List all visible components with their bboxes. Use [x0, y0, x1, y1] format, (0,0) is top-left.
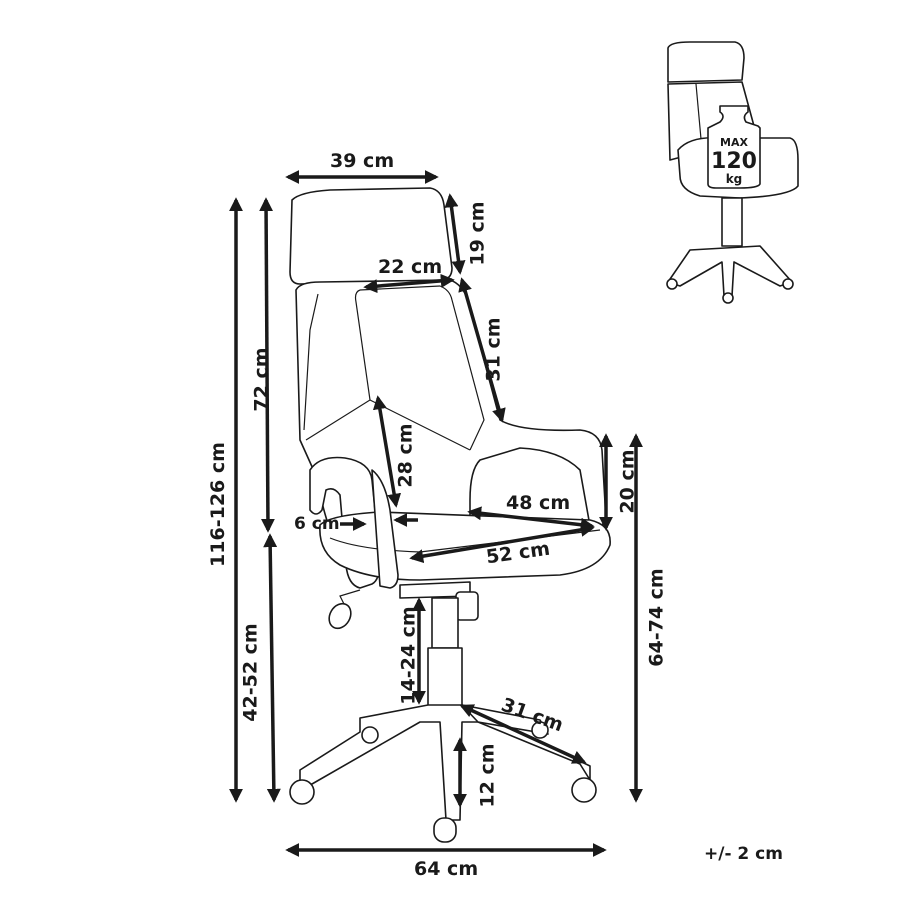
label-seat-width: 48 cm — [506, 492, 571, 514]
caster — [433, 817, 457, 843]
label-backrest-top-width: 22 cm — [378, 256, 443, 278]
label-armrest-width: 6 cm — [294, 514, 340, 534]
chair-thumbnail: MAX 120 kg — [666, 41, 799, 304]
label-headrest-width: 39 cm — [330, 150, 395, 172]
label-total-height: 116-126 cm — [206, 442, 229, 567]
label-backrest-side-length: 31 cm — [482, 317, 505, 382]
label-base-width: 64 cm — [414, 858, 479, 880]
label-seat-height: 42-52 cm — [239, 623, 262, 722]
label-lumbar-height: 28 cm — [394, 423, 417, 488]
gas-lift — [431, 597, 459, 649]
label-headrest-height: 19 cm — [466, 201, 489, 266]
label-gas-lift-range: 14-24 cm — [397, 606, 420, 705]
max-load-badge — [707, 105, 761, 189]
caster — [571, 777, 597, 803]
label-base-height: 12 cm — [476, 743, 499, 808]
label-backrest-height: 72 cm — [250, 347, 273, 412]
dimension-lines — [229, 170, 643, 857]
label-tolerance: +/- 2 cm — [704, 844, 783, 864]
label-armrest-height: 20 cm — [616, 449, 639, 514]
max-load-line1: MAX — [720, 136, 748, 149]
max-load-line2: 120 — [711, 149, 757, 174]
caster — [361, 726, 379, 744]
caster — [289, 779, 315, 805]
label-armrest-floor-height: 64-74 cm — [645, 568, 668, 667]
max-load-line3: kg — [726, 172, 743, 186]
